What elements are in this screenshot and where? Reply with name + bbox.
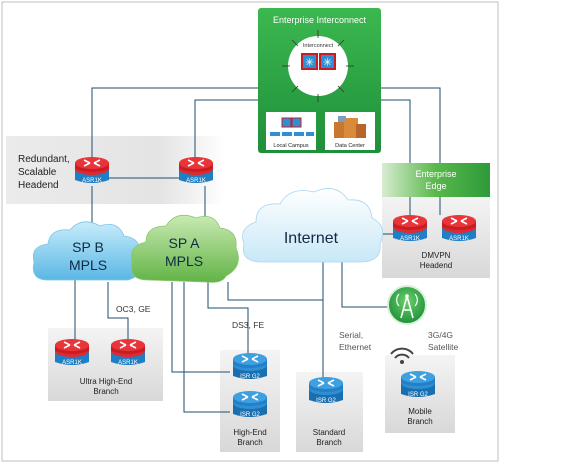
sp-a-label-line2: MPLS: [165, 253, 203, 269]
oc3-ge-label: OC3, GE: [116, 304, 151, 314]
svg-text:ASR1K: ASR1K: [62, 360, 82, 366]
mobile-branch-label-line1: Mobile: [408, 407, 432, 416]
asr-router-headend-2: ASR1K: [178, 156, 214, 184]
isr-router-high-end-2: ISR G2: [232, 390, 268, 418]
enterprise-interconnect-title: Enterprise Interconnect: [273, 15, 367, 25]
interconnect-label: Interconnect: [303, 43, 334, 49]
asr-router-ultra-1: ASR1K: [54, 338, 90, 366]
svg-text:ASR1K: ASR1K: [82, 178, 102, 184]
enterprise-edge-title-line1: Enterprise: [415, 169, 456, 179]
svg-text:ASR1K: ASR1K: [118, 360, 138, 366]
svg-text:ISR G2: ISR G2: [316, 398, 336, 404]
redundant-label-line1: Redundant,: [18, 154, 70, 165]
local-campus-label: Local Campus: [273, 143, 308, 149]
core-switch-icon: ✳ ✳: [301, 53, 336, 70]
high-end-branch-label-line2: Branch: [237, 438, 262, 447]
svg-text:✳: ✳: [323, 57, 332, 69]
ultra-branch-label-line2: Branch: [93, 387, 118, 396]
standard-branch-label-line2: Branch: [316, 438, 341, 447]
redundant-label-line2: Scalable: [18, 167, 57, 178]
wifi-icon: [390, 347, 414, 364]
svg-text:ASR1K: ASR1K: [449, 236, 469, 242]
asr-router-dmvpn-2: ASR1K: [441, 214, 477, 242]
svg-text:ASR1K: ASR1K: [400, 236, 420, 242]
isr-router-mobile: ISR G2: [400, 370, 436, 398]
svg-text:✳: ✳: [305, 57, 314, 69]
high-end-branch-label-line1: High-End: [233, 428, 266, 437]
svg-text:ISR G2: ISR G2: [240, 412, 260, 418]
ultra-branch-label-line1: Ultra High-End: [80, 377, 132, 386]
data-center-label: Data Center: [335, 143, 365, 149]
sp-a-label-line1: SP A: [169, 235, 201, 251]
sp-b-label-line1: SP B: [72, 239, 104, 255]
interconnect-arrows: [282, 30, 354, 102]
serial-label-line1: Serial,: [339, 330, 363, 340]
standard-branch-label-line1: Standard: [313, 428, 345, 437]
asr-router-ultra-2: ASR1K: [110, 338, 146, 366]
wireless-label-line1: 3G/4G: [428, 330, 453, 340]
svg-text:ISR G2: ISR G2: [408, 392, 428, 398]
asr-router-headend-1: ASR1K: [74, 156, 110, 184]
redundant-label-line3: Headend: [18, 180, 59, 191]
campus-switch-icon: [270, 117, 314, 136]
dmvpn-label-line1: DMVPN: [422, 251, 451, 260]
internet-label: Internet: [284, 230, 339, 247]
sp-a-mpls-cloud: [130, 214, 239, 283]
asr-router-dmvpn-1: ASR1K: [392, 214, 428, 242]
wireless-label-line2: Satellite: [428, 342, 459, 352]
serial-label-line2: Ethernet: [339, 342, 372, 352]
sp-b-label-line2: MPLS: [69, 257, 107, 273]
cell-tower-icon: [387, 285, 427, 325]
data-center-building-icon: [334, 116, 366, 138]
svg-text:ISR G2: ISR G2: [240, 374, 260, 380]
internet-cloud: [242, 188, 384, 263]
svg-text:ASR1K: ASR1K: [186, 178, 206, 184]
mobile-branch-label-line2: Branch: [407, 417, 432, 426]
enterprise-edge-title-line2: Edge: [425, 181, 446, 191]
isr-router-high-end-1: ISR G2: [232, 352, 268, 380]
dmvpn-label-line2: Headend: [420, 261, 452, 270]
isr-router-standard: ISR G2: [308, 376, 344, 404]
ds3-fe-label: DS3, FE: [232, 320, 264, 330]
enterprise-edge-header: [382, 163, 490, 197]
